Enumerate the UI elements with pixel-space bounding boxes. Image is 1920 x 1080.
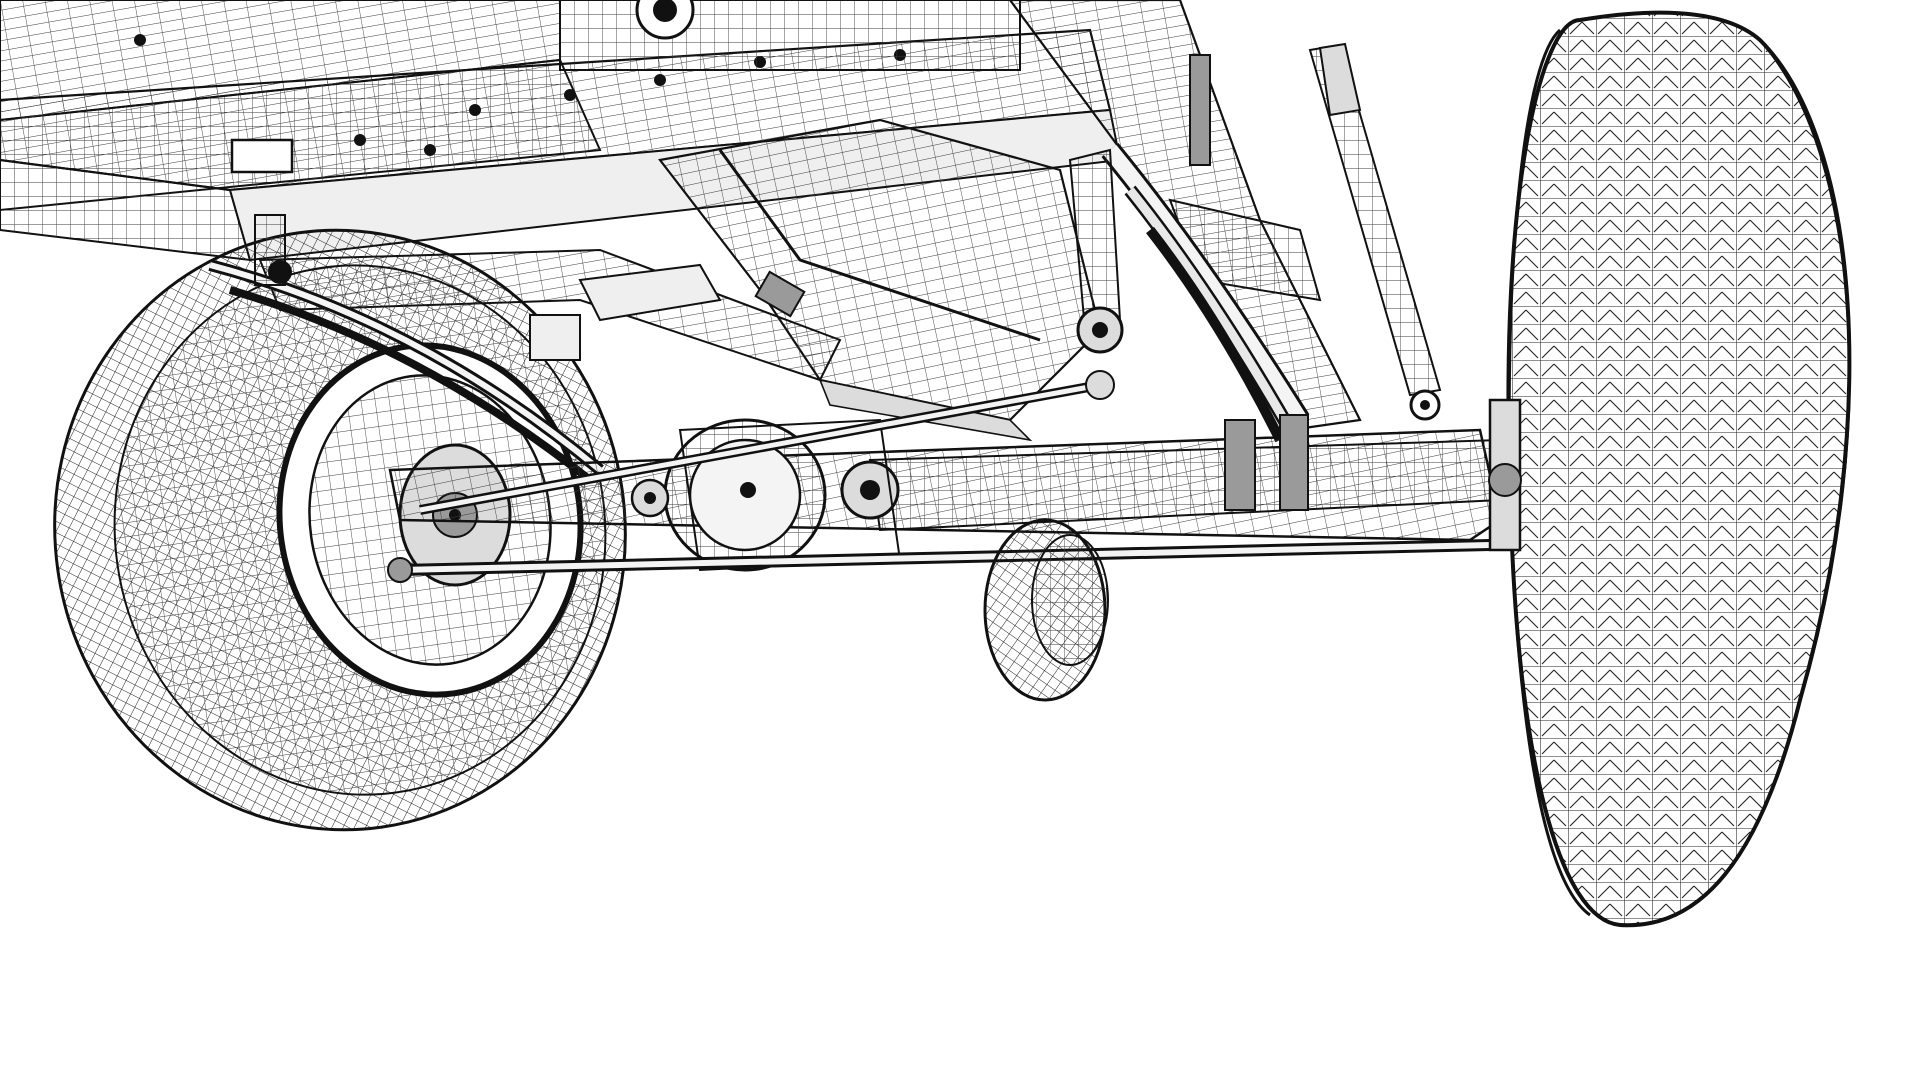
leaf-spring-left xyxy=(208,214,604,484)
tie-rod xyxy=(387,539,1491,583)
rear-wheel-center xyxy=(983,518,1109,702)
leaf-spring-right xyxy=(1101,143,1310,443)
frame-bracket-top xyxy=(559,0,1021,71)
right-wheel xyxy=(1488,10,1852,928)
steering-linkage xyxy=(718,148,1124,354)
drag-link xyxy=(419,370,1115,515)
shock-absorber xyxy=(1308,42,1442,421)
